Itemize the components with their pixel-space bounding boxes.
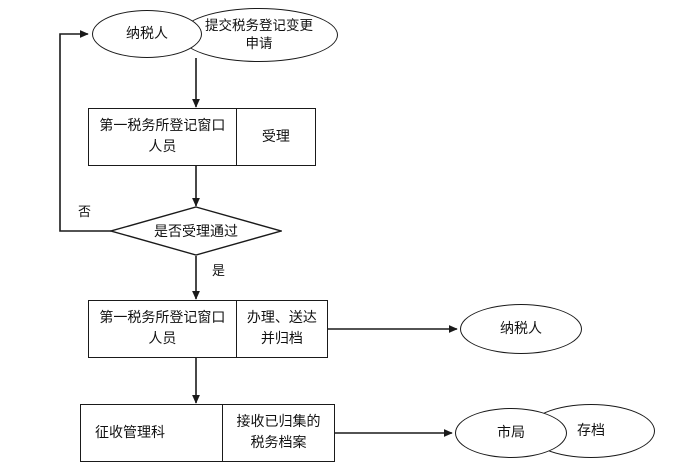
process-row-action-cell: 办理、送达并归档 [235, 301, 327, 357]
node-accept-row[interactable]: 第一税务所登记窗口人员 受理 [88, 108, 316, 166]
node-city-bureau[interactable]: 市局 [455, 408, 567, 458]
node-archive-row[interactable]: 征收管理科 接收已归集的税务档案 [80, 404, 335, 462]
node-taxpayer-start-label: 纳税人 [126, 25, 168, 42]
edge-label-yes: 是 [212, 264, 226, 279]
node-taxpayer-end[interactable]: 纳税人 [460, 304, 582, 354]
decision-diamond-shape [108, 206, 284, 256]
node-submit-request[interactable]: 提交税务登记变更申请 [180, 8, 338, 62]
archive-row-action-cell: 接收已归集的税务档案 [221, 405, 334, 461]
node-city-bureau-label: 市局 [497, 424, 525, 441]
accept-row-action-text: 受理 [261, 128, 290, 145]
process-row-actor-cell: 第一税务所登记窗口人员 [89, 301, 236, 357]
process-row-action-text: 办理、送达并归档 [246, 310, 317, 347]
edge-label-no: 否 [78, 205, 92, 220]
node-taxpayer-end-label: 纳税人 [500, 320, 542, 337]
node-taxpayer-start[interactable]: 纳税人 [92, 10, 202, 58]
accept-row-action-cell: 受理 [235, 109, 315, 165]
accept-row-actor-text: 第一税务所登记窗口人员 [99, 118, 226, 155]
node-submit-request-label: 提交税务登记变更申请 [205, 17, 313, 52]
accept-row-actor-cell: 第一税务所登记窗口人员 [89, 109, 236, 165]
node-process-row[interactable]: 第一税务所登记窗口人员 办理、送达并归档 [88, 300, 328, 358]
node-decision[interactable]: 是否受理通过 [108, 206, 284, 256]
archive-row-actor-cell: 征收管理科 [81, 405, 222, 461]
archive-row-action-text: 接收已归集的税务档案 [236, 414, 321, 451]
archive-row-actor-text: 征收管理科 [95, 424, 165, 441]
process-row-actor-text: 第一税务所登记窗口人员 [99, 310, 226, 347]
node-filing-label: 存档 [577, 422, 605, 439]
